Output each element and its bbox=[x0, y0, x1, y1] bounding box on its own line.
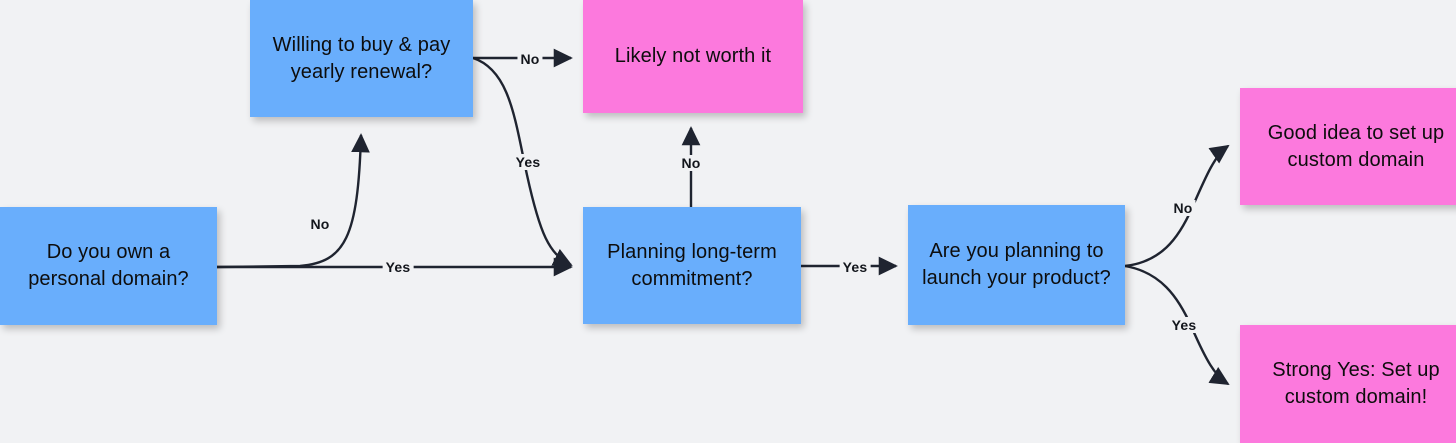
node-willing-to-buy[interactable]: Willing to buy & pay yearly renewal? bbox=[250, 0, 473, 117]
edge-label-willing-yes: Yes bbox=[512, 154, 544, 170]
node-launch-product[interactable]: Are you planning to launch your product? bbox=[908, 205, 1125, 325]
edge-label-long-term-no: No bbox=[678, 155, 704, 171]
edge-label-own-domain-no: No bbox=[307, 216, 333, 232]
edge-label-long-term-yes: Yes bbox=[839, 259, 871, 275]
node-strong-yes[interactable]: Strong Yes: Set up custom domain! bbox=[1240, 325, 1456, 443]
edge-label-launch-yes: Yes bbox=[1168, 317, 1200, 333]
node-not-worth-it[interactable]: Likely not worth it bbox=[583, 0, 803, 113]
edge-label-launch-no: No bbox=[1170, 200, 1196, 216]
node-own-domain[interactable]: Do you own a personal domain? bbox=[0, 207, 217, 325]
node-long-term[interactable]: Planning long-term commitment? bbox=[583, 207, 801, 324]
node-good-idea[interactable]: Good idea to set up custom domain bbox=[1240, 88, 1456, 205]
edge-label-willing-no: No bbox=[517, 51, 543, 67]
edge-label-own-domain-yes: Yes bbox=[382, 259, 414, 275]
edge-own-domain-no bbox=[216, 133, 370, 269]
